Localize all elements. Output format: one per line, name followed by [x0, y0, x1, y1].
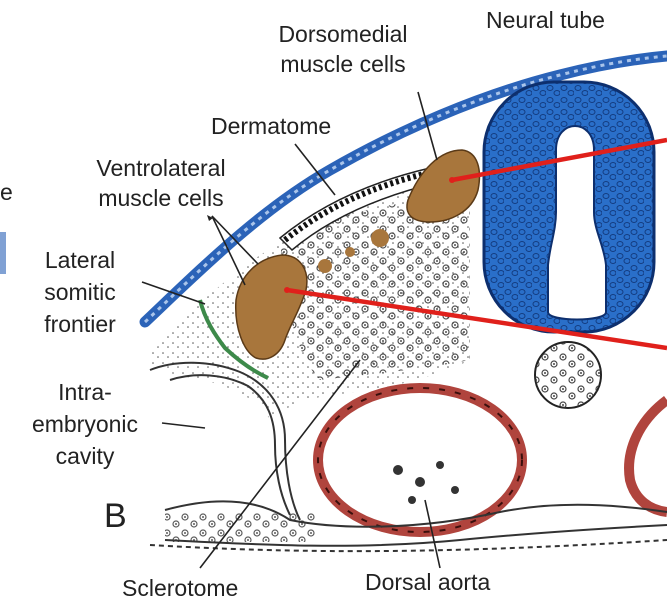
neural-tube	[484, 82, 654, 332]
arrowhead	[207, 215, 213, 221]
label-dermatome: Dermatome	[211, 112, 331, 140]
dorsal-aorta-right	[629, 400, 667, 512]
label-lateral-2: somitic	[20, 278, 140, 306]
label-lateral-3: frontier	[20, 310, 140, 338]
label-sclerotome: Sclerotome	[122, 574, 238, 602]
label-dorsomedial-2: muscle cells	[258, 50, 428, 78]
muscle-cell-cluster	[345, 247, 355, 257]
label-lateral-1: Lateral	[20, 246, 140, 274]
label-dorsomedial-1: Dorsomedial	[258, 20, 428, 48]
leader-cavity	[162, 423, 205, 428]
panel-letter: B	[104, 498, 127, 534]
red-pointer-dot	[449, 177, 455, 183]
label-ventrolateral-2: muscle cells	[66, 184, 256, 212]
label-neural-tube: Neural tube	[486, 6, 605, 34]
dorsal-aorta	[318, 388, 522, 532]
left-edge-artifact	[0, 232, 6, 274]
label-dorsal-aorta: Dorsal aorta	[365, 568, 490, 596]
label-intra-1: Intra-	[20, 378, 150, 406]
red-pointer-dot	[284, 287, 290, 293]
muscle-cell-cluster	[318, 259, 332, 273]
label-intra-3: cavity	[20, 442, 150, 470]
label-intra-2: embryonic	[12, 410, 158, 438]
label-cut-letter: e	[0, 178, 13, 206]
label-ventrolateral-1: Ventrolateral	[66, 154, 256, 182]
muscle-cell-cluster	[371, 229, 389, 247]
